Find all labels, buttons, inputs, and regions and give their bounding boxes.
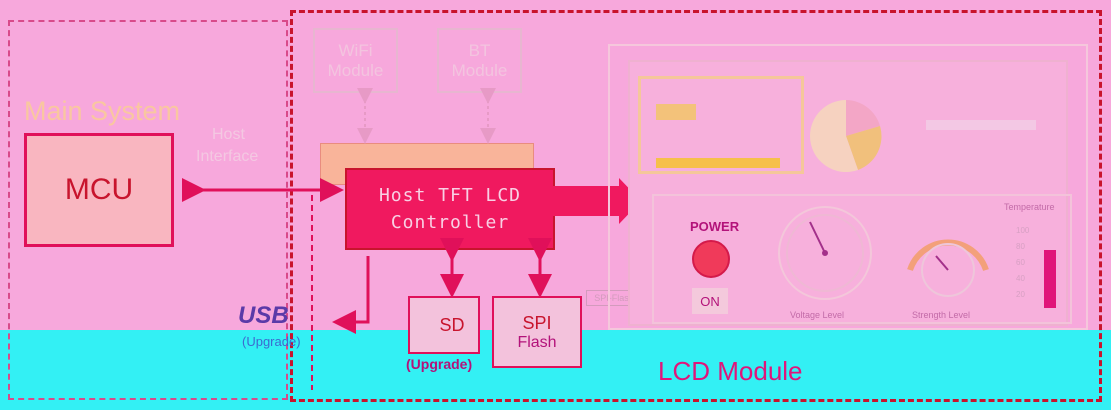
on-button[interactable]: ON [692, 288, 728, 314]
usb-label: USB [238, 302, 289, 329]
control-panel [652, 194, 1072, 324]
power-label: POWER [690, 219, 740, 234]
bar-panel-title [656, 104, 696, 120]
pie-widget [809, 100, 882, 173]
bt-label-2: Module [451, 60, 508, 80]
wifi-module[interactable]: WiFi Module [313, 28, 398, 93]
main-system-title: Main System [24, 96, 181, 126]
power-button[interactable] [692, 240, 730, 278]
strength-gauge[interactable] [898, 210, 998, 300]
sd-upgrade-label: (Upgrade) [406, 356, 473, 372]
mcu-block[interactable]: MCU [24, 133, 174, 247]
mcu-label: MCU [64, 173, 134, 206]
lcd-system-frame [290, 10, 1102, 402]
temp-tick-4: 20 [1016, 290, 1025, 299]
wifi-label-2: Module [327, 60, 384, 80]
main-system-frame [8, 20, 288, 400]
bus-label-bottom: Interface [196, 148, 259, 165]
bus-label-top: Host [212, 126, 245, 143]
bar-panel [638, 76, 804, 174]
lcd-bezel [608, 44, 1088, 330]
flash-label: Flash [517, 333, 557, 351]
sd-label: SD [439, 314, 465, 335]
wifi-label-1: WiFi [338, 40, 373, 60]
usb-upgrade-label: (Upgrade) [242, 334, 301, 349]
controller-line-2: Controller [390, 212, 510, 233]
lcd-module-title: LCD Module [658, 356, 803, 386]
temperature-label: Temperature [1004, 202, 1055, 212]
voltage-label: Voltage Level [790, 310, 845, 320]
lcd-arrow [553, 178, 641, 224]
spi-flash[interactable]: SPI Flash [492, 296, 582, 368]
on-label: ON [700, 293, 720, 309]
usb-link [332, 256, 370, 334]
bt-module[interactable]: BT Module [437, 28, 522, 93]
temp-tick-2: 60 [1016, 258, 1025, 267]
bar-panel-bar [656, 158, 780, 168]
temp-tick-3: 40 [1016, 274, 1025, 283]
flash-tag-label: SPI-Flash [594, 293, 634, 303]
voltage-dial[interactable] [770, 198, 880, 308]
controller-line-1: Host TFT LCD [378, 185, 522, 206]
strength-label: Strength Level [912, 310, 971, 320]
spi-label: SPI [522, 312, 552, 333]
temp-tick-1: 80 [1016, 242, 1025, 251]
temp-tick-0: 100 [1016, 226, 1030, 235]
sd-card[interactable]: SD [408, 296, 480, 354]
temperature-bar [1044, 250, 1056, 308]
controller-block[interactable]: Host TFT LCD Controller [345, 168, 555, 250]
bt-label-1: BT [468, 40, 491, 60]
pie-caption-bar [926, 120, 1036, 130]
